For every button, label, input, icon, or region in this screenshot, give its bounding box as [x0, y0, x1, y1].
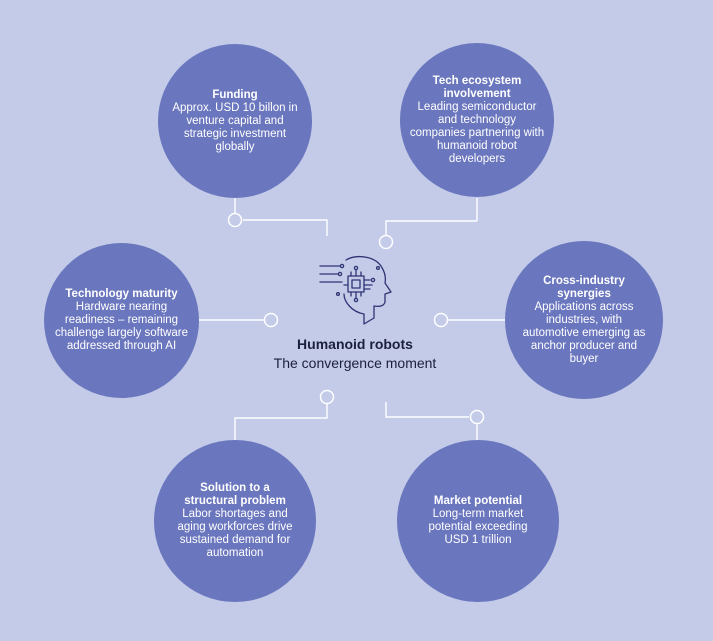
node-cross-industry-title: Cross-industry synergies — [543, 274, 625, 300]
node-structural-problem-title: Solution to a structural problem — [184, 482, 286, 507]
node-tech-ecosystem: Tech ecosystem involvement Leading semic… — [400, 43, 554, 197]
node-market-potential-body: Long-term market potential exceeding USD… — [428, 508, 528, 546]
center-label: Humanoid robots The convergence moment — [230, 252, 480, 373]
connector-dot-funding — [227, 212, 243, 228]
node-tech-ecosystem-body: Leading semiconductor and technology com… — [409, 100, 545, 165]
node-funding-title: Funding — [212, 88, 258, 101]
connector-dot-maturity — [263, 312, 279, 328]
node-funding-body: Approx. USD 10 billon in venture capital… — [172, 101, 298, 153]
connector-dot-market — [469, 409, 485, 425]
node-technology-maturity-title: Technology maturity — [65, 288, 178, 300]
connector-market-line — [385, 402, 469, 418]
humanoid-robot-head-chip-icon — [319, 255, 392, 325]
center-title: Humanoid robots — [297, 336, 413, 352]
node-cross-industry-body: Applications across industries, with aut… — [522, 300, 646, 365]
node-cross-industry: Cross-industry synergies Applications ac… — [505, 241, 663, 399]
node-market-potential: Market potential Long-term market potent… — [397, 440, 559, 602]
node-funding: Funding Approx. USD 10 billon in venture… — [158, 44, 312, 198]
node-technology-maturity-body: Hardware nearing readiness – remaining c… — [55, 301, 188, 352]
connector-funding-line — [243, 219, 328, 236]
connector-dot-tech — [378, 234, 394, 250]
node-structural-problem-body: Labor shortages and aging workforces dri… — [177, 508, 293, 559]
node-tech-ecosystem-title: Tech ecosystem involvement — [432, 74, 522, 100]
connector-dot-structural — [319, 389, 335, 405]
center-subtitle: The convergence moment — [273, 355, 437, 371]
node-market-potential-title: Market potential — [433, 495, 523, 507]
connector-structural-line — [234, 404, 328, 440]
node-structural-problem: Solution to a structural problem Labor s… — [154, 440, 316, 602]
node-technology-maturity: Technology maturity Hardware nearing rea… — [44, 243, 199, 398]
connector-dot-cross — [433, 312, 449, 328]
connector-tech-line — [385, 220, 477, 236]
